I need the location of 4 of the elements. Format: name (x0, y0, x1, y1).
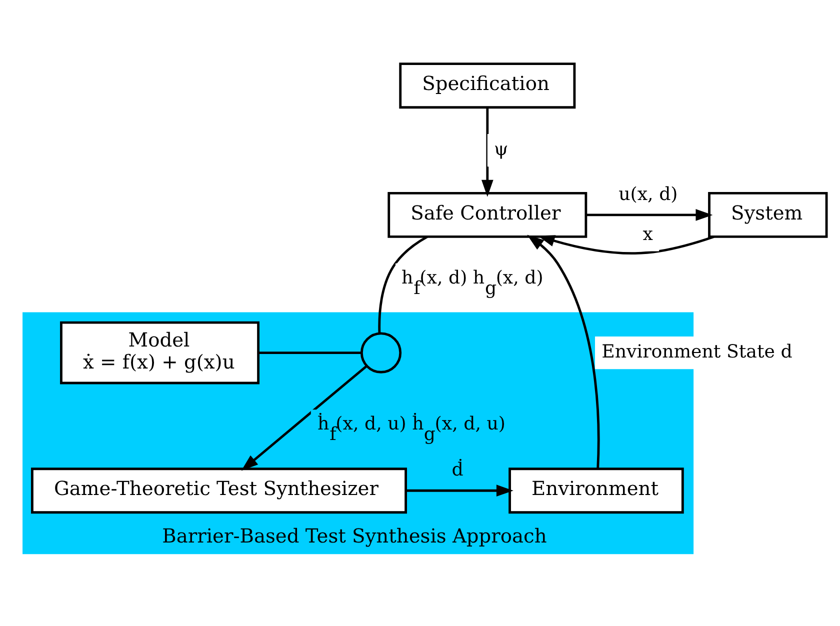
edge-label: x (642, 223, 653, 244)
edge-label: u(x, d) (618, 183, 678, 204)
edge-label: ḋ (452, 459, 464, 480)
edge-label: ψ (494, 138, 508, 160)
